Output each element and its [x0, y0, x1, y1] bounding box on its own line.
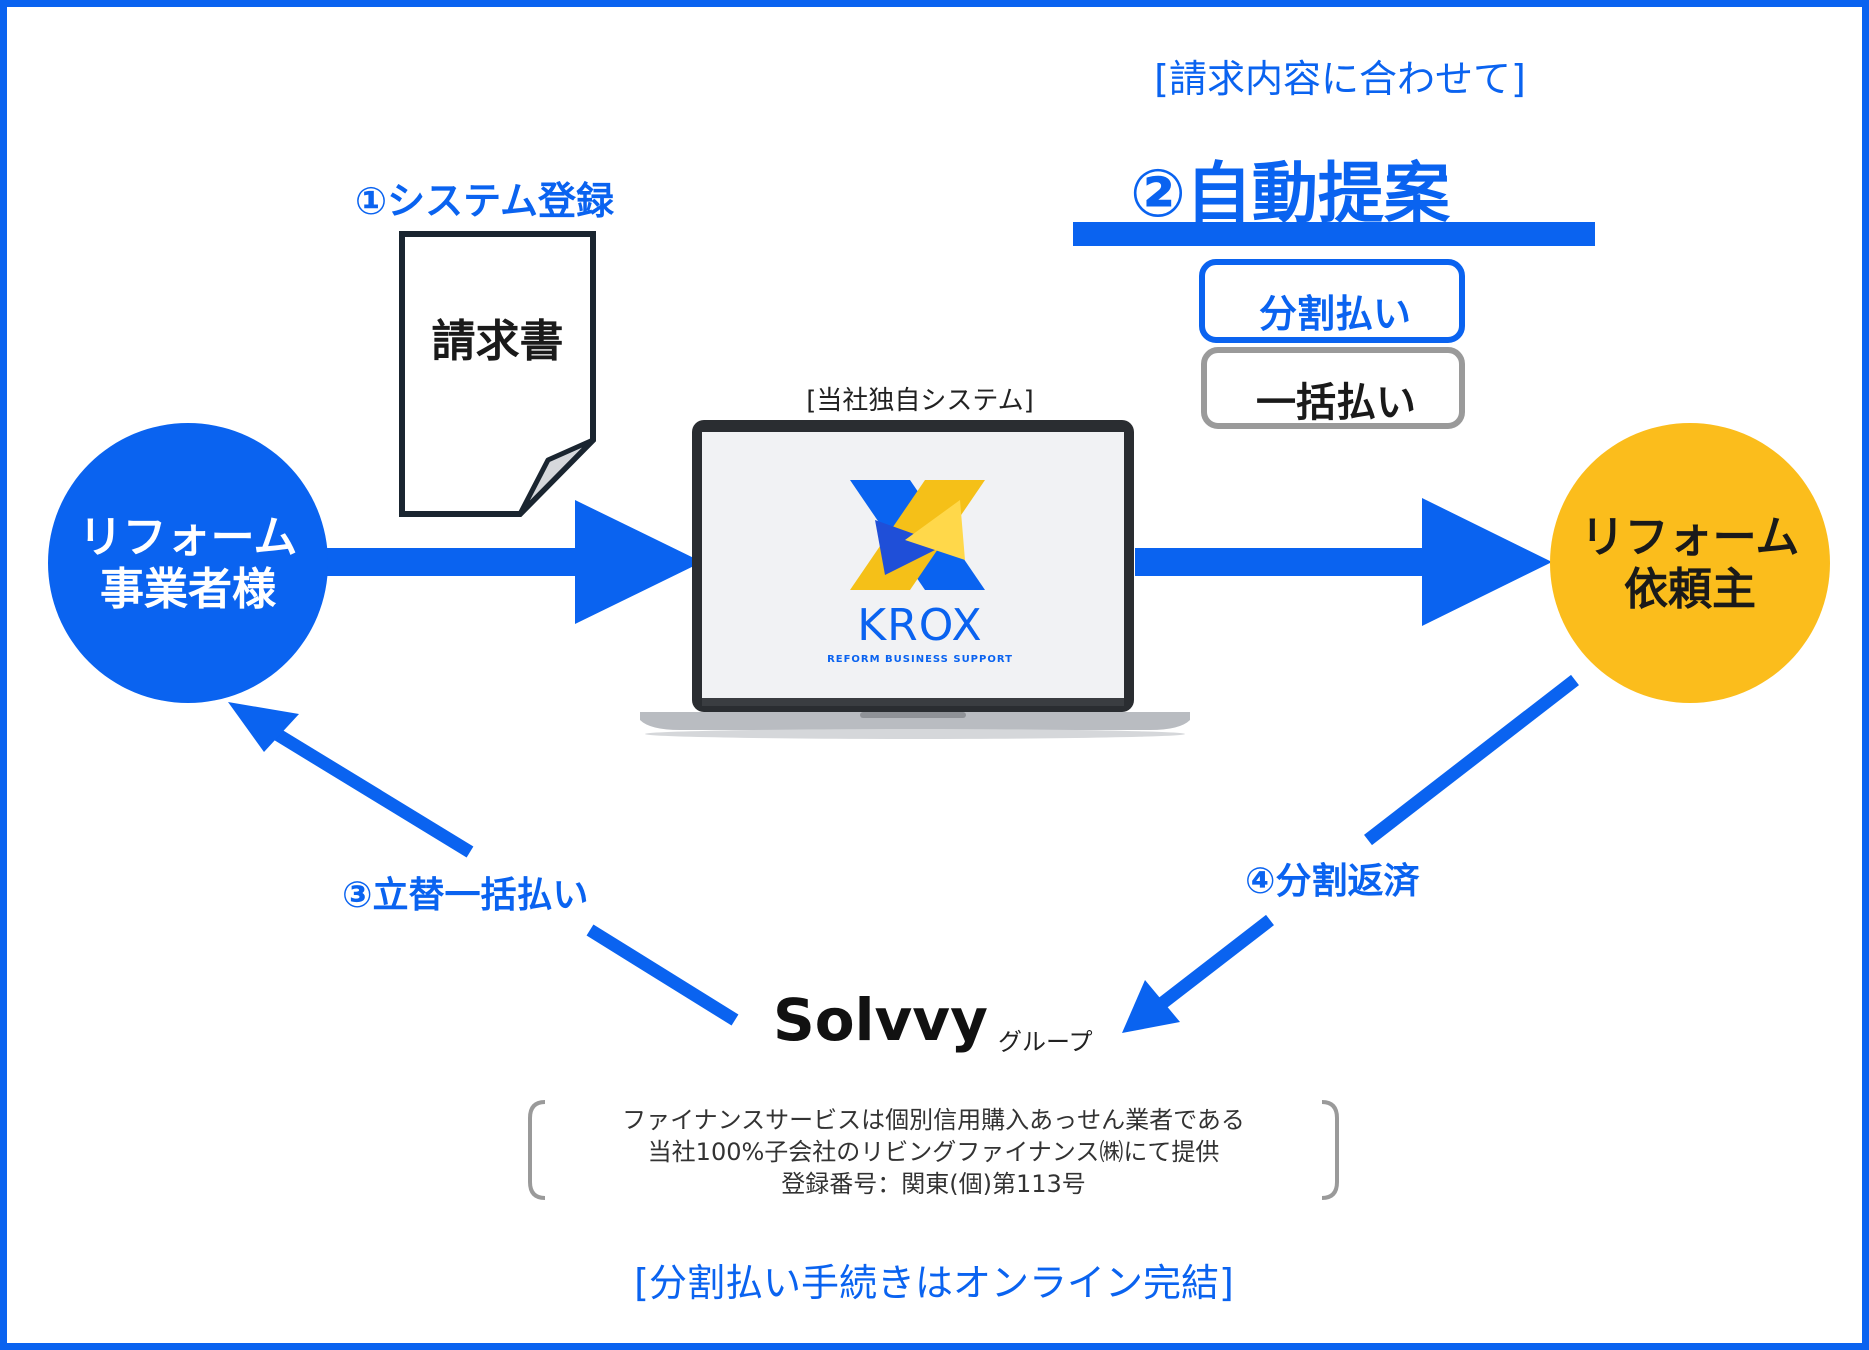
invoice-document-icon	[399, 231, 596, 517]
arrow-advance-payment	[228, 702, 739, 1026]
reform-contractor-line1: リフォーム	[78, 512, 298, 563]
reform-client-line1: リフォーム	[1580, 512, 1800, 563]
invoice-label: 請求書	[431, 316, 564, 367]
reform-client-line2: 依頼主	[1624, 564, 1756, 615]
reform-client-label: リフォーム 依頼主	[1550, 512, 1830, 616]
option-lump-sum-label: 一括払い	[1256, 380, 1416, 426]
info-text: ファイナンスサービスは個別信用購入あっせん業者である 当社100%子会社のリビン…	[545, 1104, 1322, 1200]
system-label: [当社独自システム]	[806, 386, 1034, 416]
reform-contractor-label: リフォーム 事業者様	[48, 512, 328, 616]
step1-label: ①システム登録	[355, 179, 615, 223]
option-installment-label: 分割払い	[1258, 292, 1411, 336]
krox-logo-icon	[850, 480, 985, 590]
top-note: [請求内容に合わせて]	[1154, 57, 1526, 101]
info-line-3: 登録番号：関東(個)第113号	[781, 1170, 1086, 1198]
arrow-installment-repayment	[1122, 674, 1579, 1033]
option-installment-box	[1199, 259, 1465, 343]
reform-contractor-line2: 事業者様	[100, 564, 276, 615]
solvvy-brand: Solvvy	[773, 986, 988, 1054]
step2-label: ②自動提案	[1130, 155, 1450, 232]
solvvy-group-label: グループ	[998, 1028, 1093, 1056]
arrow-to-client	[1135, 498, 1552, 626]
reform-client-node	[1550, 423, 1830, 703]
info-bracket	[528, 1100, 1339, 1200]
step2-underline	[1073, 222, 1595, 246]
krox-tagline: REFORM BUSINESS SUPPORT	[827, 654, 1013, 665]
krox-brand: KROX	[857, 600, 983, 651]
step4-label: ④分割返済	[1245, 861, 1420, 902]
info-line-1: ファイナンスサービスは個別信用購入あっせん業者である	[622, 1106, 1245, 1134]
option-lump-sum-box	[1201, 347, 1465, 429]
reform-contractor-node	[48, 423, 328, 703]
step3-label: ③立替一括払い	[342, 875, 589, 916]
bottom-note: [分割払い手続きはオンライン完結]	[634, 1261, 1234, 1305]
arrow-to-system	[320, 500, 702, 624]
info-line-2: 当社100%子会社のリビングファイナンス㈱にて提供	[647, 1138, 1220, 1166]
